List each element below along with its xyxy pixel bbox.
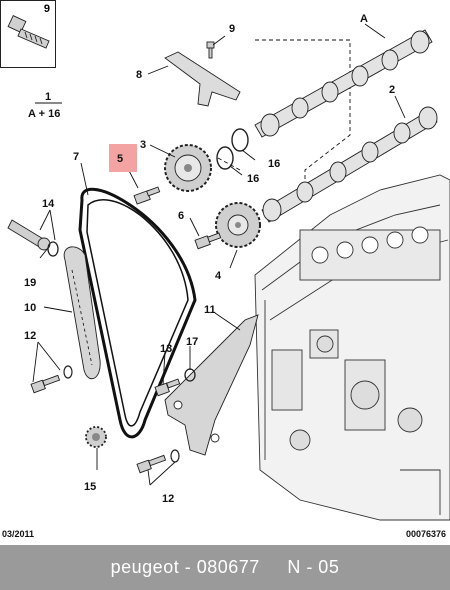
callout-8: 8 <box>136 69 142 81</box>
footer-ref: 00076376 <box>405 529 446 539</box>
fixed-guide-11 <box>164 314 259 456</box>
bolt-13 <box>154 378 181 397</box>
callout-19: 19 <box>24 277 36 289</box>
exploded-parts-diagram: 9 A 8 2 1 A + 16 3 5 7 16 16 14 6 19 4 1… <box>0 0 450 521</box>
o-rings-16 <box>216 128 249 170</box>
caption-page: N - 05 <box>287 557 340 577</box>
bolt-5 <box>133 186 161 205</box>
bolt-9 <box>206 41 215 59</box>
dashed-guide-lines <box>217 39 351 200</box>
callout-10: 10 <box>24 302 36 314</box>
fraction-numerator: 1 <box>45 91 51 103</box>
variable-timing-sprocket-3 <box>164 144 212 192</box>
callout-11: 11 <box>204 304 216 316</box>
bolt-6 <box>194 232 222 250</box>
callout-5: 5 <box>117 153 123 165</box>
highlight-box <box>109 144 137 172</box>
callout-14: 14 <box>42 198 55 210</box>
chain-tensioner-14 <box>7 219 51 251</box>
callout-13: 13 <box>160 343 172 355</box>
bolt-12-upper <box>30 374 61 394</box>
callout-6: 6 <box>178 210 184 222</box>
chain-guide-8 <box>164 51 241 107</box>
callout-12-lower: 12 <box>162 493 174 505</box>
inset-bolt-icon <box>7 15 50 49</box>
engine-block <box>254 174 450 521</box>
fraction-denominator: A + 16 <box>28 108 60 120</box>
callout-12-upper: 12 <box>24 330 36 342</box>
sprocket-4 <box>215 202 261 248</box>
callout-A: A <box>360 13 368 25</box>
callout-9: 9 <box>229 23 235 35</box>
callout-15: 15 <box>84 481 96 493</box>
callout-2: 2 <box>389 84 395 96</box>
crank-sprocket-15 <box>85 426 107 448</box>
callout-16-lower: 16 <box>247 173 259 185</box>
caption-bar: peugeot - 080677 N - 05 <box>0 545 450 590</box>
timing-chain-7 <box>78 187 197 439</box>
footer-date: 03/2011 <box>2 529 35 539</box>
camshaft-a <box>254 29 433 138</box>
tensioner-blade-10 <box>63 246 101 380</box>
callout-labels: 9 A 8 2 1 A + 16 3 5 7 16 16 14 6 19 4 1… <box>24 13 395 505</box>
inset-box-9: 9 <box>0 0 56 68</box>
caption-part-number: 080677 <box>196 557 260 577</box>
camshaft-2 <box>261 106 438 223</box>
callout-4: 4 <box>215 270 222 282</box>
callout-7: 7 <box>73 151 79 163</box>
leader-lines <box>32 23 406 486</box>
callout-17: 17 <box>186 336 198 348</box>
callout-3: 3 <box>140 139 146 151</box>
washer-19 <box>47 241 59 257</box>
inset-label: 9 <box>43 3 50 15</box>
caption-brand: peugeot <box>110 557 180 577</box>
diagram-canvas: 9 A 8 2 1 A + 16 3 5 7 16 16 14 6 19 4 1… <box>7 13 450 521</box>
bolt-12-lower <box>136 454 167 474</box>
callout-16-upper: 16 <box>268 158 280 170</box>
